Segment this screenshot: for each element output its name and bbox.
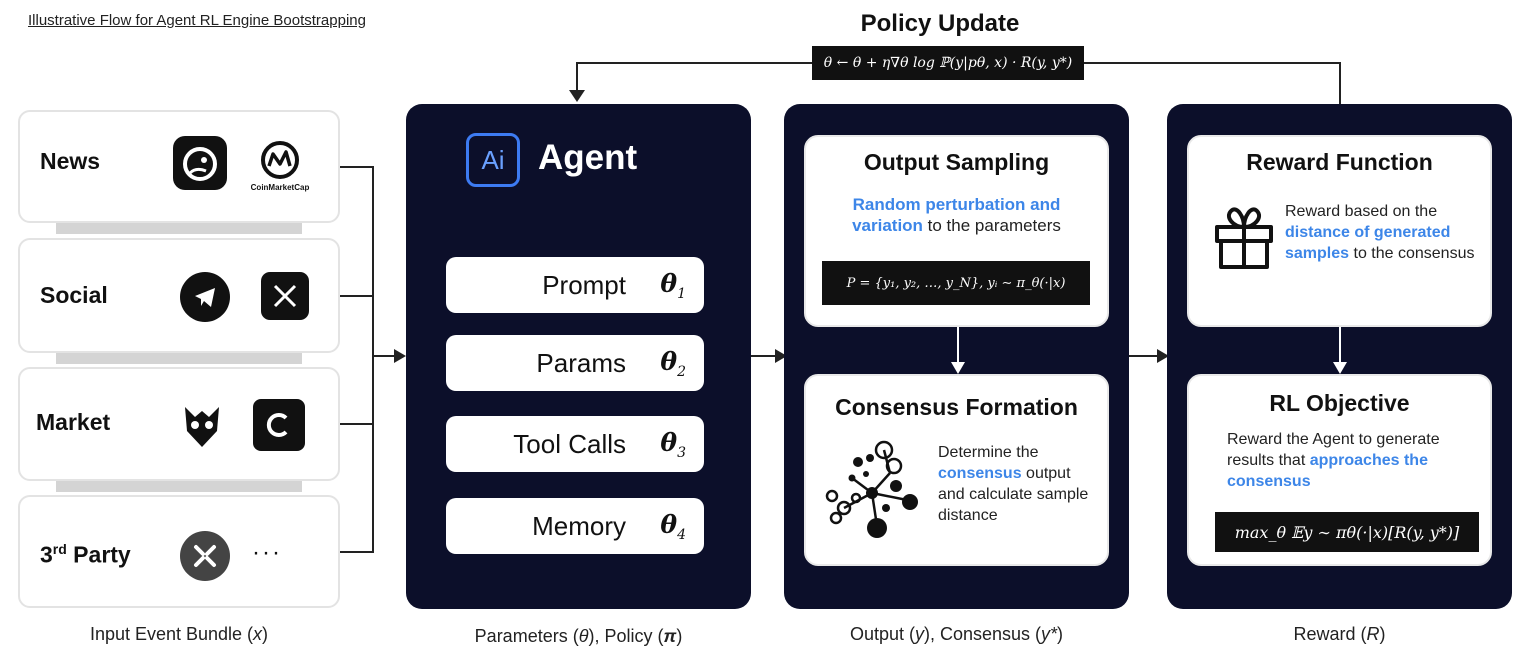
source-label-social: Social: [40, 282, 108, 308]
source-wire-2: [340, 295, 374, 297]
source-card-social: Social: [18, 238, 340, 353]
source-connector-3: [56, 480, 302, 492]
param-label-params: Params: [536, 348, 626, 378]
source-card-market: Market: [18, 367, 340, 481]
gift-icon: [1215, 207, 1273, 269]
policy-update-title: Policy Update: [860, 10, 1020, 37]
reward-function-card: Reward Function Reward based on the dist…: [1187, 135, 1492, 327]
param-theta-4: θ4: [660, 510, 686, 543]
coinmarketcap-text: CoinMarketCap: [250, 183, 310, 192]
mole-app-icon: [173, 136, 227, 190]
param-label-prompt: Prompt: [542, 270, 626, 300]
rl-objective-formula: max_θ 𝔼y ∼ πθ(·|x)[R(y, y*)]: [1215, 512, 1479, 552]
ai-badge-icon: Ai: [466, 133, 520, 187]
network-icon: [180, 531, 230, 581]
source-label-3rd-party: 3rd Party: [40, 541, 131, 568]
reward-to-objective-wire: [1339, 327, 1341, 365]
source-to-agent-wire: [372, 355, 396, 357]
source-card-news: News CoinMarketCap: [18, 110, 340, 223]
consensus-formation-card: Consensus Formation Determine the consen…: [804, 374, 1109, 566]
param-theta-1: θ1: [660, 269, 686, 302]
reward-function-text: Reward based on the distance of generate…: [1285, 203, 1475, 262]
param-row-params: Params θ2: [446, 335, 704, 391]
source-wire-1: [340, 166, 374, 168]
rl-objective-text: Reward the Agent to generate results tha…: [1227, 431, 1440, 490]
coinmarketcap-logo: CoinMarketCap: [248, 138, 312, 198]
caption-reward: Reward (R): [1293, 624, 1386, 644]
output-sampling-title: Output Sampling: [863, 149, 1050, 175]
reward-function-title: Reward Function: [1246, 149, 1433, 175]
caption-output: Output (y), Consensus (y*): [849, 624, 1064, 644]
param-label-tool-calls: Tool Calls: [513, 429, 626, 459]
loop-wire-right-down: [1339, 62, 1341, 104]
loop-arrowhead: [569, 90, 585, 102]
source-card-3rd-party: 3rd Party ···: [18, 495, 340, 608]
output-sampling-text: Random perturbation and variation to the…: [852, 195, 1061, 235]
source-label-news: News: [40, 148, 101, 174]
agent-title: Agent: [538, 138, 638, 177]
output-to-reward-arrow: [1157, 349, 1169, 363]
consensus-formation-text: Determine the consensus output and calcu…: [938, 444, 1089, 524]
param-row-prompt: Prompt θ1: [446, 257, 704, 313]
param-label-memory: Memory: [532, 511, 626, 541]
consensus-cluster-icon: [825, 440, 918, 538]
source-wire-3: [340, 423, 374, 425]
consensus-formation-title: Consensus Formation: [835, 394, 1078, 420]
source-to-agent-arrow: [394, 349, 406, 363]
source-bracket-vertical: [372, 166, 374, 553]
sampling-to-consensus-arrow: [951, 362, 965, 374]
agent-to-output-wire: [751, 355, 777, 357]
rl-objective-title: RL Objective: [1269, 390, 1410, 416]
source-connector-1: [56, 222, 302, 234]
source-connector-2: [56, 352, 302, 364]
policy-update-formula: θ ← θ + η∇θ log ℙ(y|pθ, x) · R(y, y*): [812, 46, 1084, 80]
telegram-icon: [180, 272, 230, 322]
loop-wire-top-left: [576, 62, 812, 64]
output-to-reward-wire: [1129, 355, 1159, 357]
param-row-tool-calls: Tool Calls θ3: [446, 416, 704, 472]
agent-to-output-arrow: [775, 349, 787, 363]
c-logo-icon: [253, 399, 305, 451]
output-sampling-card: Output Sampling Random perturbation and …: [804, 135, 1109, 327]
more-icon: ···: [252, 539, 282, 566]
sampling-to-consensus-wire: [957, 327, 959, 365]
param-theta-3: θ3: [660, 428, 686, 461]
loop-wire-left-down: [576, 62, 578, 92]
output-sampling-formula: P = {y₁, y₂, …, y_N}, yᵢ ∼ π_θ(·|x): [822, 261, 1090, 305]
diagram-title-link[interactable]: Illustrative Flow for Agent RL Engine Bo…: [28, 12, 366, 29]
reward-to-objective-arrow: [1333, 362, 1347, 374]
owl-icon: [173, 397, 231, 455]
caption-agent: Parameters (θ), Policy (π): [474, 626, 683, 646]
x-icon: [261, 272, 309, 320]
source-wire-4: [340, 551, 374, 553]
source-label-market: Market: [36, 409, 111, 435]
caption-input-bundle: Input Event Bundle (x): [89, 624, 269, 644]
loop-wire-top-right: [1084, 62, 1341, 64]
param-row-memory: Memory θ4: [446, 498, 704, 554]
param-theta-2: θ2: [660, 347, 686, 380]
rl-objective-card: RL Objective Reward the Agent to generat…: [1187, 374, 1492, 566]
